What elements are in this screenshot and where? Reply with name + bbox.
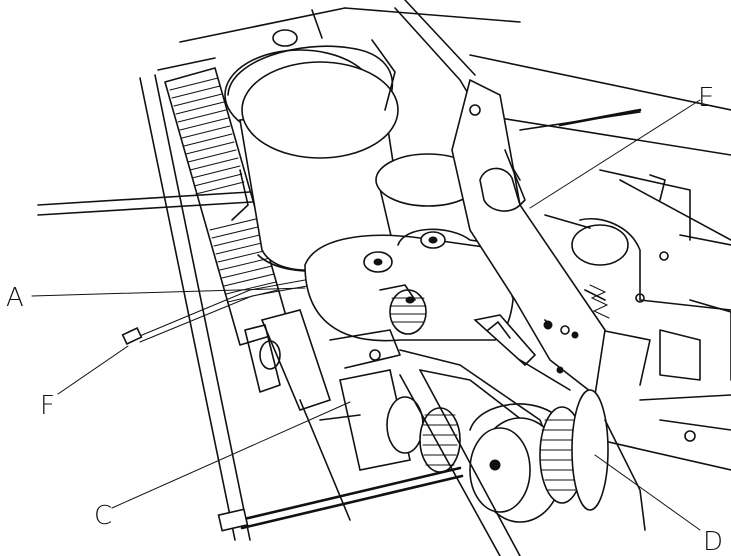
callout-label-f: F [40, 391, 55, 421]
leader-line-a [31, 287, 306, 297]
callout-label-c: C [94, 501, 112, 531]
leader-line-c [111, 401, 351, 509]
leader-line-d [594, 454, 701, 531]
mounting-plate [451, 78, 606, 397]
feed-assembly [244, 309, 521, 556]
callout-label-e: E [698, 83, 714, 113]
chassis-frame [139, 0, 731, 541]
flex-cable [217, 466, 464, 532]
drive-gear [539, 389, 646, 531]
gear-rack [164, 67, 291, 346]
leader-lines [31, 99, 701, 531]
main-motor [224, 9, 411, 272]
callout-label-a: A [6, 283, 24, 313]
callout-label-d: D [703, 527, 723, 556]
leader-line-e [529, 99, 701, 209]
leader-line-f [57, 345, 129, 395]
return-spring [544, 214, 641, 319]
pinion-gear [389, 289, 427, 335]
guide-rod [37, 169, 253, 221]
